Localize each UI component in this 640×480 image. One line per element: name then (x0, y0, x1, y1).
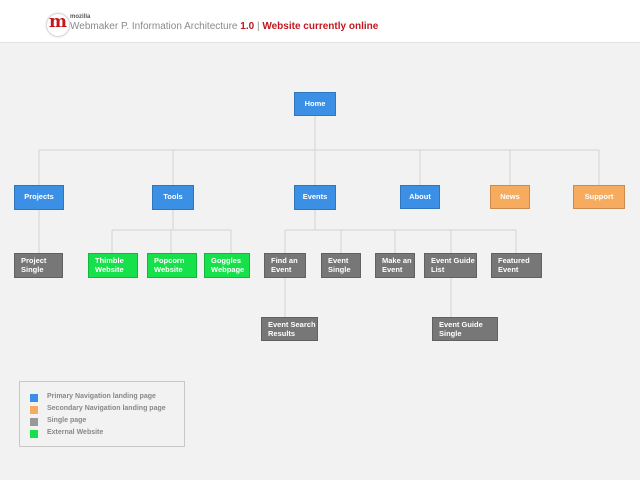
legend-swatch (30, 394, 38, 402)
node-home: Home (294, 92, 336, 116)
node-support: Support (573, 185, 625, 209)
node-make-an-event: Make an Event (375, 253, 415, 278)
node-event-search-results: Event Search Results (261, 317, 318, 341)
page-title: Webmaker P. Information Architecture 1.0… (70, 21, 378, 32)
node-thimble-website: Thimble Website (88, 253, 138, 278)
node-projects: Projects (14, 185, 64, 210)
legend-label: Primary Navigation landing page (47, 393, 156, 400)
legend-label: Single page (47, 417, 87, 424)
legend: Primary Navigation landing page Secondar… (19, 381, 185, 447)
node-event-single: Event Single (321, 253, 361, 278)
legend-swatch (30, 418, 38, 426)
node-popcorn-website: Popcorn Website (147, 253, 197, 278)
node-tools: Tools (152, 185, 194, 210)
node-event-guide-single: Event Guide Single (432, 317, 498, 341)
title-text: Webmaker P. Information Architecture (70, 21, 238, 32)
brand-name: mozilla (70, 14, 91, 20)
legend-swatch (30, 406, 38, 414)
legend-label: Secondary Navigation landing page (47, 405, 166, 412)
version-label: 1.0 (240, 21, 255, 32)
legend-swatch (30, 430, 38, 438)
legend-label: External Website (47, 429, 104, 436)
node-featured-event: Featured Event (491, 253, 542, 278)
node-about: About (400, 185, 440, 209)
node-event-guide-list: Event Guide List (424, 253, 477, 278)
node-goggles-webpage: Goggles Webpage (204, 253, 250, 278)
node-project-single: Project Single (14, 253, 63, 278)
title-separator: | (254, 21, 263, 32)
node-news: News (490, 185, 530, 209)
mozilla-logo-icon: m (46, 12, 70, 37)
node-events: Events (294, 185, 336, 210)
node-find-an-event: Find an Event (264, 253, 306, 278)
site-status: Website currently online (262, 21, 379, 32)
page-header: m mozilla Webmaker P. Information Archit… (0, 0, 640, 43)
